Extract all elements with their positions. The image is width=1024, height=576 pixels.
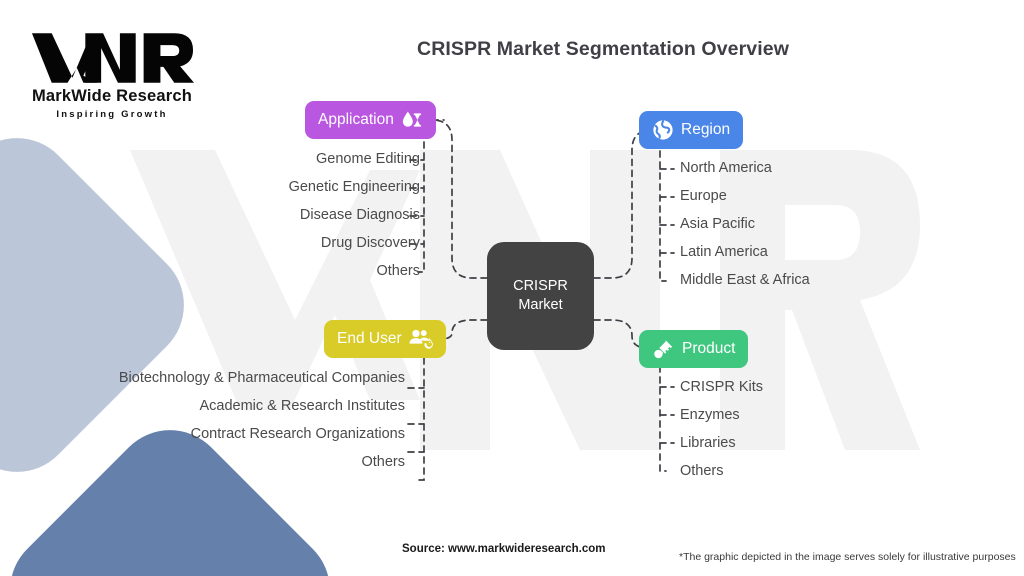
syringe-icon [652,338,675,360]
list-item[interactable]: CRISPR Kits [680,379,763,395]
list-item[interactable]: Contract Research Organizations [190,426,405,442]
disclaimer-note: *The graphic depicted in the image serve… [679,551,1016,563]
source-attribution: Source: www.markwideresearch.com [402,543,606,555]
page-title-text: CRISPR Market Segmentation Overview [417,38,789,60]
list-item[interactable]: Enzymes [680,407,740,423]
items-end-user: Biotechnology & Pharmaceutical Companies… [60,369,405,481]
logo-company-name: MarkWide Research [31,87,193,105]
center-node-crispr-market[interactable]: CRISPR Market [487,242,594,350]
list-item[interactable]: Drug Discovery [320,235,420,251]
list-item[interactable]: Latin America [680,244,768,260]
branch-badge-application[interactable]: Application [305,101,436,139]
globe-icon [652,119,674,141]
branch-badge-region[interactable]: Region [639,111,744,149]
items-application: Genome Editing Genetic Engineering Disea… [180,150,420,290]
branch-label-product: Product [682,340,736,358]
center-node-line-2: Market [518,297,563,313]
list-item[interactable]: Academic & Research Institutes [199,398,405,414]
list-item[interactable]: Libraries [680,435,736,451]
logo-mark-icon [31,33,195,83]
logo-tagline: Inspiring Growth [56,109,168,120]
branch-label-end-user: End User [337,330,402,348]
brand-logo: MarkWide Research Inspiring Growth [28,30,196,120]
droplet-test-tube-icon [401,110,423,130]
list-item[interactable]: Others [361,454,405,470]
list-item[interactable]: Genetic Engineering [288,179,420,195]
list-item[interactable]: Disease Diagnosis [299,207,420,223]
list-item[interactable]: Biotechnology & Pharmaceutical Companies [118,370,405,386]
page-title: CRISPR Market Segmentation Overview [0,38,1024,61]
items-product: CRISPR Kits Enzymes Libraries Others [680,378,940,490]
list-item[interactable]: Asia Pacific [680,216,755,232]
branch-badge-end-user[interactable]: End User [324,320,446,358]
list-item[interactable]: North America [680,160,772,176]
items-region: North America Europe Asia Pacific Latin … [680,159,980,299]
list-item[interactable]: Middle East & Africa [680,272,810,288]
list-item[interactable]: Genome Editing [316,151,420,167]
users-refresh-icon [409,328,433,350]
center-node-line-1: CRISPR [513,278,568,294]
list-item[interactable]: Others [376,263,420,279]
list-item[interactable]: Europe [680,188,727,204]
branch-label-application: Application [318,111,394,129]
branch-label-region: Region [681,121,731,139]
list-item[interactable]: Others [680,463,724,479]
branch-badge-product[interactable]: Product [639,330,749,368]
